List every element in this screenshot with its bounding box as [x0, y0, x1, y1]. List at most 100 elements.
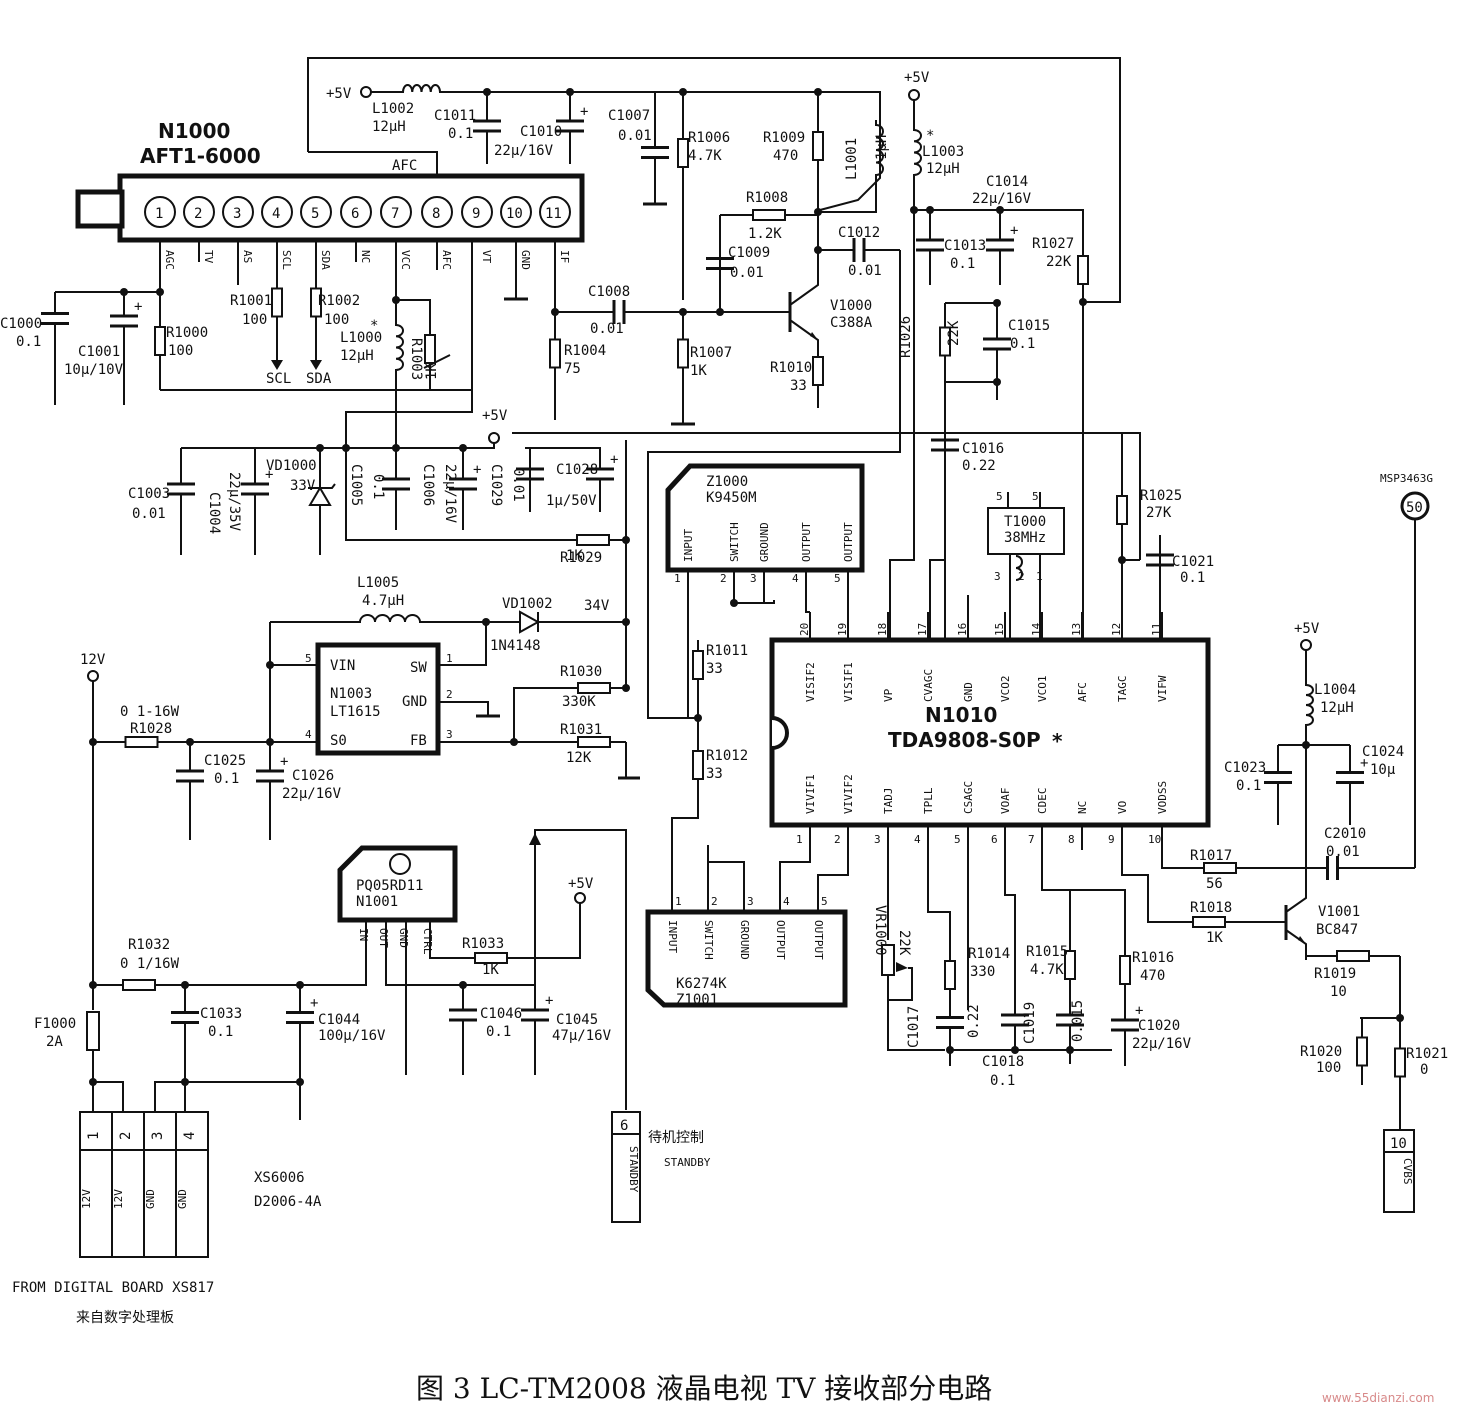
r1025-value: 27K [1146, 505, 1172, 521]
xs6006-pin-2-number: 2 [118, 1132, 134, 1140]
wire [520, 903, 581, 959]
xs6006-pin-2-signal: 12V [112, 1189, 125, 1209]
lt1615-pin-5-number: 5 [305, 652, 312, 665]
tda-bottom-name-cdec: CDEC [1036, 788, 1049, 815]
c1009-ref: C1009 [728, 245, 770, 261]
t1000-pin-3: 3 [994, 570, 1001, 583]
c1018-value: 0.1 [990, 1073, 1015, 1089]
c1024-value: 10μ [1370, 762, 1396, 778]
lt1615-pin-gnd-name: GND [402, 694, 427, 710]
r1028-value: 0 1-16W [120, 704, 180, 720]
standby-pin-number: 6 [620, 1118, 628, 1134]
tda-bottom-pin-10: 10 [1148, 833, 1161, 846]
xs6006-part: D2006-4A [254, 1194, 322, 1210]
c1020-ref: C1020 [1138, 1018, 1180, 1034]
z1001-pin-5-number: 5 [821, 895, 828, 908]
standby-connector-body [611, 1111, 641, 1223]
c1001-ref: C1001 [78, 344, 120, 360]
tuner-pin-2-name: TV [202, 250, 215, 264]
tuner-pin-5-circle [300, 196, 332, 228]
c1026-value: 22μ/16V [282, 786, 342, 802]
wire [513, 687, 562, 742]
p5v-terminal-5 [574, 892, 586, 904]
r1012-resistor-symbol [692, 750, 704, 780]
c1015-value: 0.1 [1010, 336, 1035, 352]
tda-bottom-name-voaf: VOAF [999, 788, 1012, 815]
wire [929, 380, 946, 640]
r1016-ref: R1016 [1132, 950, 1174, 966]
c1003-value: 0.01 [132, 506, 166, 522]
wire [805, 600, 810, 613]
wire [818, 180, 877, 213]
tda-bottom-pin-1: 1 [796, 833, 803, 846]
tuner-pin-7-number: 7 [391, 206, 399, 222]
l1005-ref: L1005 [357, 575, 399, 591]
wire [154, 1081, 300, 1112]
tuner-pin-2-circle [183, 196, 215, 228]
p5v-terminal-3 [908, 89, 920, 101]
tuner-pin-11-name: IF [558, 250, 571, 263]
f1000-fuse-symbol [86, 1011, 100, 1051]
c1014-value: 22μ/16V [972, 191, 1032, 207]
polarity-mark: + [134, 299, 142, 315]
z1000-pin-name-4: OUTPUT [800, 522, 813, 562]
xs6006-pin-1-signal: 12V [80, 1189, 93, 1209]
p5v-label-4: +5V [1294, 621, 1320, 637]
polarity-mark: + [545, 993, 553, 1009]
c1033-value: 0.1 [208, 1024, 233, 1040]
tuner-rf-connector [75, 189, 125, 229]
c1004-value: 22μ/35V [226, 472, 242, 532]
r1016-resistor-symbol [1119, 955, 1131, 985]
z1000-pin-2-number: 2 [720, 572, 727, 585]
v1001-collector [1285, 760, 1307, 913]
r1014-resistor-symbol [944, 960, 956, 990]
tuner-pin-4-name: SCL [280, 250, 293, 270]
l1001-value: 1μH [874, 135, 890, 160]
n1001-part: PQ05RD11 [356, 878, 423, 894]
r1015-value: 4.7K [1030, 962, 1064, 978]
c2010-ref: C2010 [1324, 826, 1366, 842]
cvbs-connector-body [1383, 1129, 1415, 1213]
watermark-text: www.55dianzi.com [1322, 1391, 1434, 1405]
cvbs-signal: CVBS [1401, 1158, 1414, 1185]
c1021-ref: C1021 [1172, 554, 1214, 570]
xs6006-pin-3-number: 3 [150, 1132, 166, 1140]
star-mark-2: * [926, 128, 934, 144]
polarity-mark: + [580, 104, 588, 120]
lt1615-pin-vin-name: VIN [330, 658, 355, 674]
r1021-value: 0 [1420, 1062, 1428, 1078]
r1032-value: 0 1/16W [120, 956, 180, 972]
r1010-ref: R1010 [770, 360, 812, 376]
wire [1041, 850, 1071, 945]
tda-top-name-vp: VP [882, 688, 895, 702]
tda-top-pin-11: 11 [1150, 623, 1163, 636]
c1005-value: 0.1 [370, 474, 386, 499]
z1001-pin-name-2: SWITCH [702, 920, 715, 960]
p5v-label-3: +5V [904, 70, 930, 86]
tda-top-name-afc: AFC [1076, 682, 1089, 702]
tuner-pin-10-name: GND [519, 250, 532, 270]
z1001-pin-name-4: OUTPUT [774, 920, 787, 960]
tuner-pin-3-number: 3 [233, 206, 241, 222]
r1000-resistor-symbol [154, 326, 166, 356]
p12v-terminal [87, 670, 99, 682]
n1001-pin-ctrl: CTRL [421, 928, 434, 955]
tuner-pin-9-number: 9 [472, 206, 480, 222]
lt1615-pin-s0-name: S0 [330, 733, 347, 749]
r1018-resistor-symbol [1192, 916, 1226, 928]
p5v-label-5: +5V [568, 876, 594, 892]
z1000-part: K9450M [706, 490, 757, 506]
v1000-ref: V1000 [830, 298, 872, 314]
junction-dot [1079, 298, 1087, 306]
tda-top-pin-12: 12 [1110, 623, 1123, 636]
r1030-value: 330K [562, 694, 596, 710]
p5v-terminal [360, 86, 372, 98]
tuner-pin-11-circle [539, 196, 571, 228]
r1031-resistor-symbol [577, 736, 611, 748]
tuner-pin-9-circle [461, 196, 493, 228]
t1000-pin-5: 5 [996, 490, 1003, 503]
l1002-inductor-symbol [398, 84, 445, 93]
r1004-resistor-symbol [549, 338, 561, 369]
scl-arrow-icon [271, 360, 283, 370]
tuner-pin-4-number: 4 [272, 206, 280, 222]
